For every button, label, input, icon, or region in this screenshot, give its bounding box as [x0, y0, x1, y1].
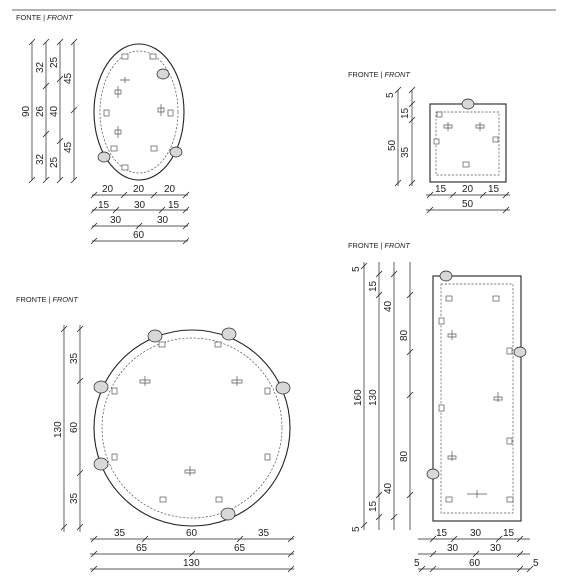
horizontal-dimensions [426, 191, 510, 214]
dim-height-g: 15 [368, 500, 379, 512]
dim-height-b: 60 [69, 421, 80, 433]
glass-inner-outline [99, 50, 179, 174]
dim-width-a: 15 [435, 184, 447, 195]
dim-height-d: 40 [383, 482, 394, 494]
dim-height-b: 15 [400, 107, 411, 119]
dim-width-b: 30 [470, 528, 482, 539]
glass-inner-outline [440, 283, 514, 514]
view-tall-rect: FRONTE | FRONT [348, 241, 539, 573]
vertical-dimensions [60, 325, 84, 532]
dim-width-d: 15 [98, 200, 110, 211]
dim-width-total: 50 [462, 199, 474, 210]
dim-width-d: 30 [447, 543, 459, 554]
dim-height-h: 45 [63, 141, 74, 153]
dim-width-edge-right: 5 [533, 558, 539, 569]
dim-height-total: 160 [353, 389, 364, 406]
shell-decoration [461, 98, 475, 110]
shell-decoration [97, 68, 183, 163]
dim-height-c: 35 [400, 146, 411, 158]
dim-width-total: 60 [133, 230, 145, 241]
dim-width-b: 20 [133, 184, 145, 195]
dim-width-e: 65 [234, 543, 246, 554]
view-label: FONTE | FRONT [16, 13, 73, 22]
dim-height-f: 25 [49, 156, 60, 168]
view-oval: FONTE | FRONT [16, 13, 190, 245]
mirror-outline [432, 275, 522, 522]
dim-height-h: 5 [351, 526, 362, 532]
dim-width-a: 20 [102, 184, 114, 195]
vertical-dimensions [28, 38, 78, 184]
view-round: FRONTE | FRONT [16, 295, 295, 573]
dim-width-c: 15 [488, 184, 500, 195]
horizontal-dimensions [90, 535, 295, 573]
dim-width-edge-left: 5 [414, 558, 420, 569]
dim-height-d: 25 [49, 56, 60, 68]
dim-height-a: 40 [383, 300, 394, 312]
dim-height-total: 130 [53, 421, 64, 438]
dim-width-total: 60 [469, 558, 481, 569]
dim-width-g: 30 [110, 215, 122, 226]
dim-height-e: 40 [49, 105, 60, 117]
clip-marks [111, 341, 271, 503]
dim-height-g: 45 [63, 72, 74, 84]
dim-height-total: 90 [21, 105, 32, 117]
dim-width-b: 20 [462, 184, 474, 195]
vertical-dimensions [360, 262, 414, 530]
dim-width-a: 15 [436, 528, 448, 539]
horizontal-dimensions [418, 535, 534, 573]
mirror-outline [93, 329, 291, 527]
dim-width-total: 130 [183, 558, 200, 569]
dim-width-a: 35 [114, 528, 126, 539]
shell-decoration [93, 327, 291, 521]
dim-height-b: 80 [399, 329, 410, 341]
dim-height-a: 35 [69, 352, 80, 364]
dim-width-g2: 30 [157, 215, 169, 226]
dim-height-a: 32 [35, 61, 46, 73]
glass-inner-outline [101, 337, 283, 519]
dim-width-d: 65 [136, 543, 148, 554]
dim-width-c: 35 [258, 528, 270, 539]
dim-width-e: 30 [134, 200, 146, 211]
dim-height-c: 35 [69, 492, 80, 504]
view-label: FRONTE | FRONT [348, 241, 410, 250]
vertical-dimensions [394, 86, 416, 187]
dim-height-total: 50 [387, 139, 398, 151]
dim-width-c: 15 [503, 528, 515, 539]
dim-width-f: 15 [168, 200, 180, 211]
clip-marks [438, 295, 514, 503]
view-small-rect: FRONTE | FRONT 50 5 15 35 [348, 70, 510, 214]
clip-marks [433, 111, 499, 168]
mirror-outline [93, 43, 185, 181]
dim-height-f: 15 [368, 280, 379, 292]
view-label: FRONTE | FRONT [348, 70, 410, 79]
shell-decoration [426, 270, 527, 480]
dim-width-b: 60 [186, 528, 198, 539]
dim-width-e: 30 [490, 543, 502, 554]
dim-height-a: 5 [385, 92, 396, 98]
clip-marks [103, 53, 174, 171]
view-label: FRONTE | FRONT [16, 295, 78, 304]
dim-height-b: 26 [35, 105, 46, 117]
horizontal-dimensions [90, 191, 190, 245]
dim-height-c: 32 [35, 153, 46, 165]
dim-height-c: 80 [399, 450, 410, 462]
dim-height-e: 5 [351, 266, 362, 272]
dim-height-mid: 130 [368, 389, 379, 406]
dim-width-c: 20 [164, 184, 176, 195]
